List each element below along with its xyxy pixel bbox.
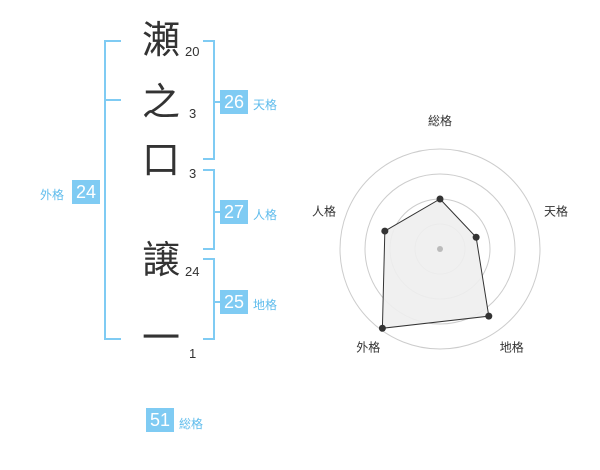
- jinkaku-bracket: [203, 169, 215, 250]
- radar-axis-label: 外格: [356, 340, 380, 355]
- tenkaku-label: 天格: [253, 98, 278, 112]
- jinkaku-label: 人格: [253, 208, 278, 222]
- stroke-count-2: 3: [189, 106, 197, 121]
- stroke-count-4: 24: [185, 264, 200, 279]
- tenkaku-bracket: [203, 40, 215, 160]
- name-char-1: 瀬: [141, 18, 180, 62]
- radar-axis-label: 地格: [500, 340, 524, 355]
- chikaku-bracket: [203, 258, 215, 340]
- radar-point: [472, 233, 480, 241]
- radar-point: [378, 324, 386, 332]
- radar-axis-label: 天格: [544, 203, 568, 218]
- stroke-count-3: 3: [189, 166, 197, 181]
- chikaku-badge: 25: [220, 290, 248, 314]
- soukaku-label: 総格: [179, 417, 204, 431]
- radar-axis-label: 総格: [428, 113, 452, 128]
- fortune-brackets: [104, 40, 220, 340]
- gaikaku-badge: 24: [72, 180, 100, 204]
- stroke-count-1: 20: [185, 44, 200, 59]
- chikaku-label: 地格: [253, 298, 278, 312]
- tenkaku-badge: 26: [220, 90, 248, 114]
- radar-point: [436, 195, 444, 203]
- radar-point: [485, 312, 493, 320]
- name-char-2: 之: [141, 80, 180, 124]
- stroke-count-5: 1: [189, 346, 197, 361]
- name-char-3: 口: [141, 138, 180, 182]
- jinkaku-badge: 27: [220, 200, 248, 224]
- soukaku-badge: 51: [146, 408, 174, 432]
- name-char-4: 譲: [141, 238, 180, 282]
- radar-axis-label: 人格: [312, 203, 336, 218]
- gaikaku-label: 外格: [40, 188, 65, 202]
- radar-center-dot: [437, 246, 443, 252]
- radar-grid-ring: [364, 173, 516, 325]
- radar-polygon: [381, 198, 490, 329]
- radar-point: [381, 227, 389, 235]
- gaikaku-bracket: [104, 40, 121, 340]
- name-char-5: 一: [141, 316, 180, 360]
